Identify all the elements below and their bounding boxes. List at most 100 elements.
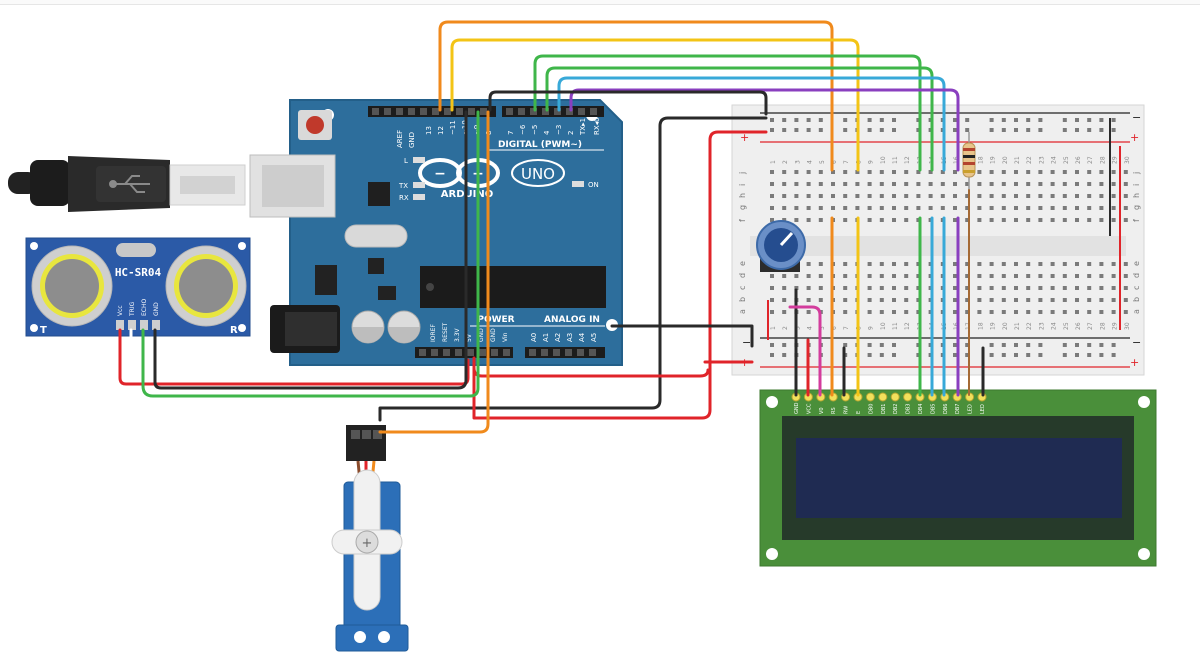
row-label: j <box>1132 172 1141 175</box>
wires[interactable] <box>118 20 985 434</box>
column-label: 23 <box>1038 156 1045 164</box>
column-label: 3 <box>794 326 801 330</box>
lcd-pin-label: V0 <box>819 407 825 414</box>
transducer-left <box>31 245 113 327</box>
column-label: 4 <box>807 326 814 330</box>
row-label: c <box>1132 286 1141 290</box>
led-rx-label: RX <box>399 194 409 202</box>
row-label: c <box>738 286 747 290</box>
column-label: 26 <box>1075 156 1082 164</box>
wire-orange-servo-signal <box>378 110 490 434</box>
column-label: 18 <box>977 322 984 330</box>
power-pin-label: 3.3V <box>454 327 461 342</box>
wire-black-sensor-gnd <box>153 110 468 390</box>
row-label: b <box>1132 297 1141 302</box>
potentiometer[interactable] <box>756 220 806 272</box>
column-label: 25 <box>1063 156 1070 164</box>
row-label: g <box>738 205 747 210</box>
analog-pin-label: A1 <box>542 333 550 342</box>
rail-minus-bottom-left: − <box>742 336 751 349</box>
sensor-name-label: HC-SR04 <box>115 266 162 279</box>
column-label: 1 <box>770 326 777 330</box>
lcd-pin-label: DB5 <box>930 404 936 414</box>
digital-pin-label: 4 <box>543 130 551 135</box>
column-label: 26 <box>1075 322 1082 330</box>
column-label: 28 <box>1099 322 1106 330</box>
column-label: 21 <box>1014 322 1021 330</box>
column-label: 11 <box>892 322 899 330</box>
column-label: 27 <box>1087 156 1094 164</box>
aref-label: AREF <box>396 130 404 148</box>
usb-cable[interactable] <box>8 156 246 212</box>
lcd-pin-label: VCC <box>806 403 812 414</box>
wire-green2-d4-db5 <box>545 66 934 172</box>
column-label: 20 <box>1002 322 1009 330</box>
toolbar-edge <box>0 0 1200 5</box>
breadboard[interactable]: 1122334455667788991010111112121313141415… <box>731 104 1145 376</box>
wire-orange-d12-rs <box>438 20 834 172</box>
column-label: 28 <box>1099 156 1106 164</box>
analog-pin-label: A2 <box>554 333 562 342</box>
column-label: 7 <box>843 160 850 164</box>
lcd-pin-label: GND <box>794 402 800 414</box>
row-label: b <box>738 297 747 302</box>
resistor[interactable] <box>962 132 976 190</box>
rail-plus-bottom-right: + <box>1130 356 1139 369</box>
lcd-pin-label: DB6 <box>943 404 949 414</box>
digital-pin-label: ~11 <box>449 120 457 135</box>
power-header-label: POWER <box>477 315 514 325</box>
lcd-pin-label: DB1 <box>881 404 887 414</box>
breadboard-jumpers[interactable] <box>767 118 1121 340</box>
column-label: 10 <box>880 322 887 330</box>
column-label: 6 <box>831 160 838 164</box>
dc-power-jack[interactable] <box>270 305 340 353</box>
lcd-pin-label: DB0 <box>868 404 874 414</box>
column-label: 23 <box>1038 322 1045 330</box>
servo-motor[interactable]: + <box>331 425 409 652</box>
column-label: 19 <box>990 156 997 164</box>
column-label: 4 <box>807 160 814 164</box>
power-pin-label: IOREF <box>430 324 437 342</box>
power-pin-label: RESET <box>442 322 449 342</box>
analog-pin-label: A4 <box>578 332 586 342</box>
row-label: a <box>738 309 747 314</box>
wire-green-d5-db4 <box>533 54 922 172</box>
row-label: j <box>738 172 747 175</box>
arduino-model-text: UNO <box>521 165 555 183</box>
analog-pin-label: A3 <box>566 333 574 342</box>
column-label: 3 <box>794 160 801 164</box>
servo-horn[interactable]: + <box>331 469 403 611</box>
row-label: e <box>738 261 747 266</box>
sensor-pin-label: Vcc <box>117 305 124 316</box>
column-label: 2 <box>782 326 789 330</box>
power-pin-label: GND <box>478 328 485 342</box>
column-label: 18 <box>977 156 984 164</box>
lcd-pin-label: E <box>856 411 862 414</box>
column-label: 30 <box>1124 322 1131 330</box>
lcd-screen <box>796 438 1122 518</box>
digital-pin-label: ~6 <box>519 124 527 135</box>
led-tx-label: TX <box>398 182 408 190</box>
row-label: h <box>738 193 747 198</box>
digital-pin-label: RX◂0 <box>593 117 601 135</box>
usb-icon <box>109 175 150 193</box>
column-label: 1 <box>770 160 777 164</box>
power-pin-label: GND <box>490 328 497 342</box>
column-label: 5 <box>819 326 826 330</box>
digital-header-label: DIGITAL (PWM~) <box>498 140 582 150</box>
column-label: 12 <box>904 156 911 164</box>
digital-pin-label: 12 <box>437 126 445 135</box>
column-label: 25 <box>1063 322 1070 330</box>
lcd-pin-label: DB7 <box>955 404 961 414</box>
wire-yellow-d11-e <box>450 38 860 172</box>
row-label: a <box>1132 309 1141 314</box>
reset-button[interactable] <box>298 110 332 140</box>
sensor-t-label: T <box>40 325 47 336</box>
lcd-pin-label: LED <box>980 404 986 414</box>
